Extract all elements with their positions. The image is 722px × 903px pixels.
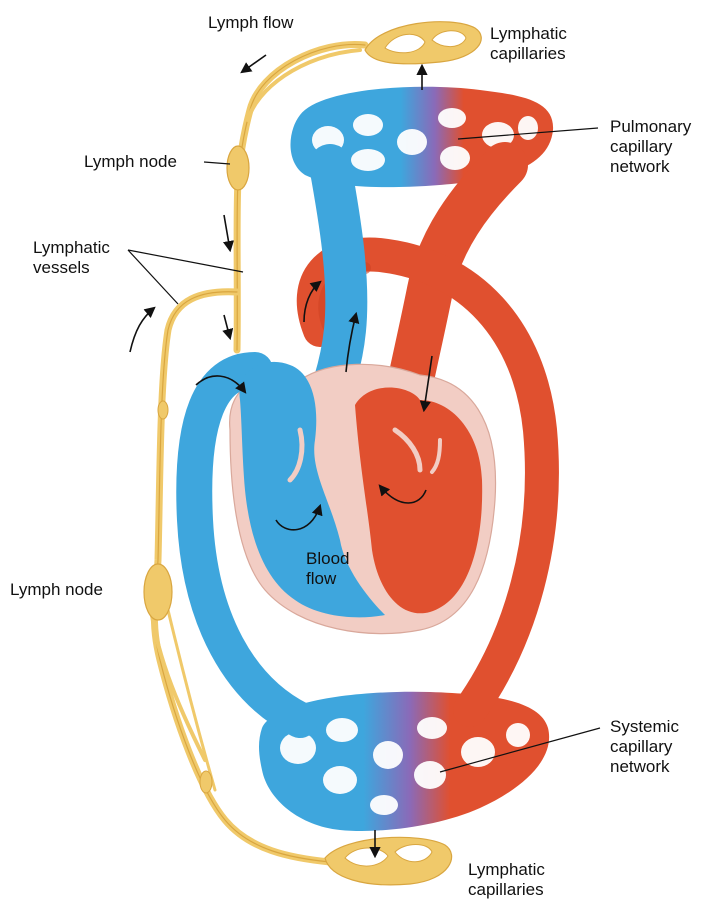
lymph-node-lower-shape (144, 564, 172, 620)
label-lymph-node-bottom: Lymph node (10, 580, 103, 600)
label-lymph-flow: Lymph flow (208, 13, 293, 33)
lymph-flow-arrow-top (242, 55, 266, 72)
lymphatic-capillaries-bottom-shape (325, 837, 452, 885)
label-lymphatic-vessels: Lymphatic vessels (33, 238, 110, 278)
label-pulmonary-capillary-network: Pulmonary capillary network (610, 117, 691, 177)
lymph-node-upper-shape (227, 146, 249, 190)
label-lymph-node-top: Lymph node (84, 152, 177, 172)
lymphatic-capillaries-top-shape (365, 22, 481, 64)
label-blood-flow: Blood flow (306, 549, 349, 589)
lymph-arrow-down-2 (224, 315, 230, 338)
lymph-arrow-up-left (130, 308, 154, 352)
lymph-arrow-down-1 (224, 215, 230, 250)
heart (230, 362, 496, 634)
label-lymphatic-capillaries-top: Lymphatic capillaries (490, 24, 567, 64)
label-systemic-capillary-network: Systemic capillary network (610, 717, 679, 777)
label-lymphatic-capillaries-bottom: Lymphatic capillaries (468, 860, 545, 900)
